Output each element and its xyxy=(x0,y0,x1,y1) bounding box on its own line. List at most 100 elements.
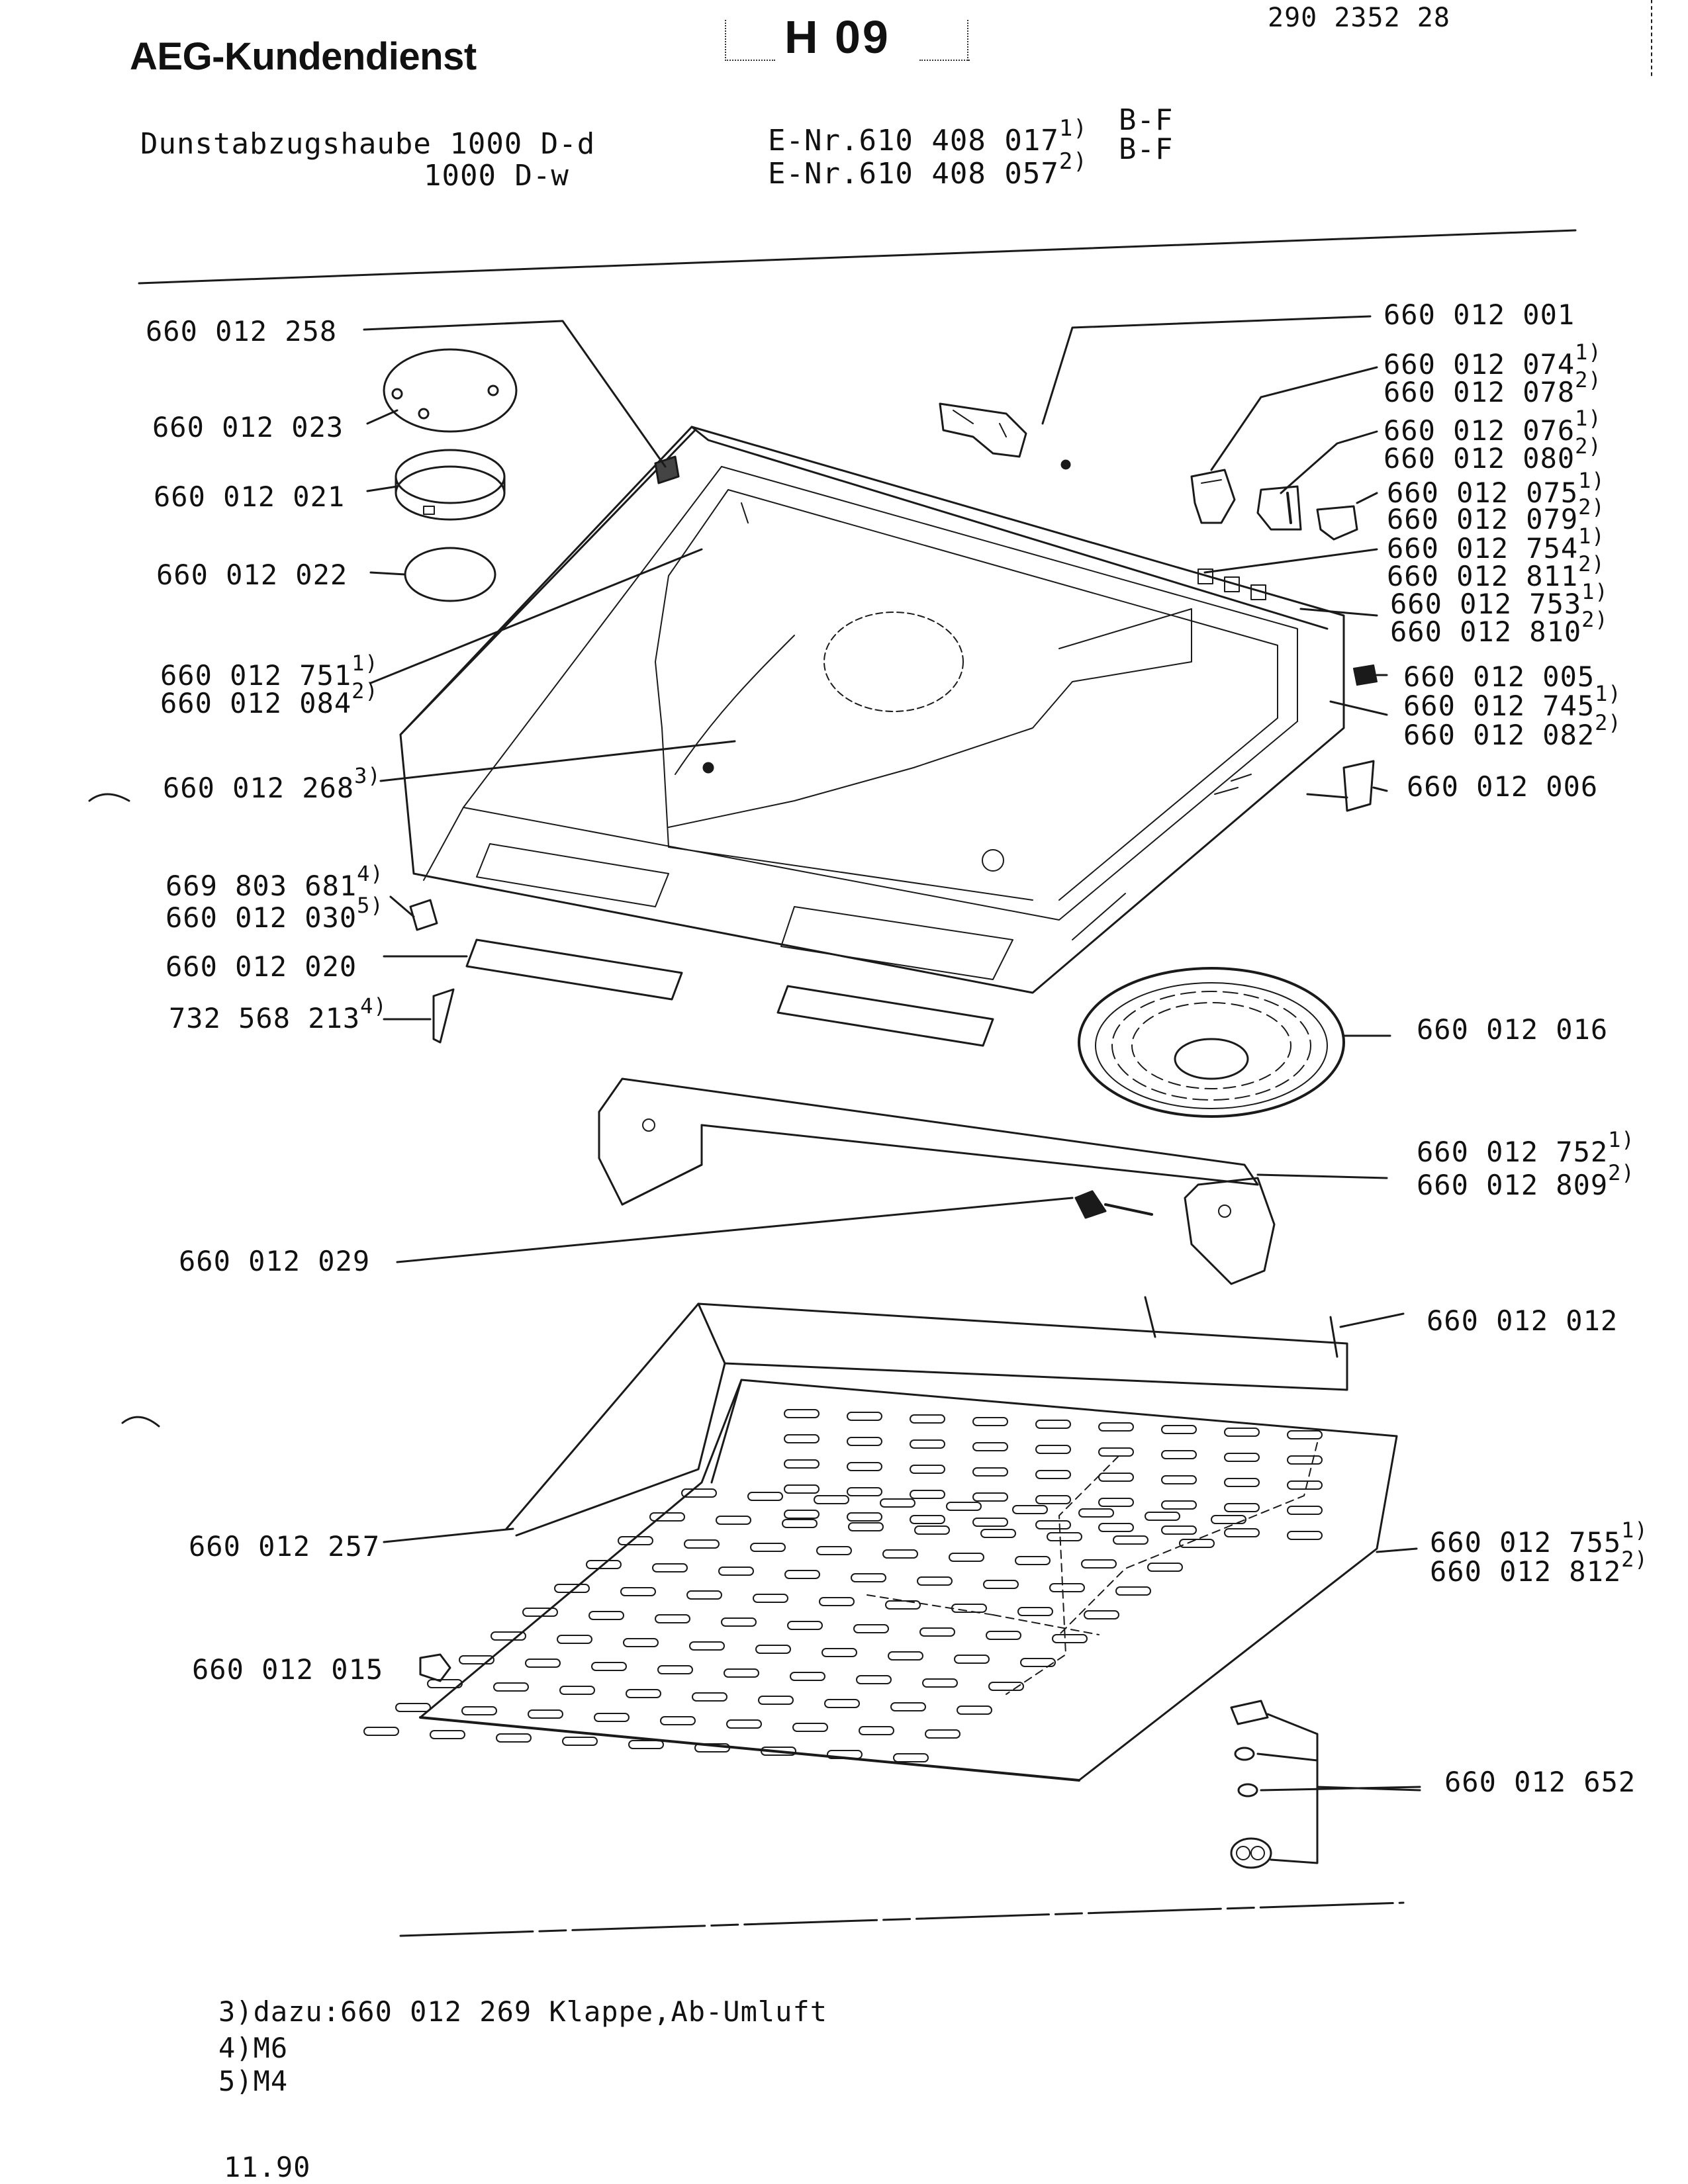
vent-slot xyxy=(784,1434,820,1443)
vent-slot xyxy=(554,1584,590,1593)
vent-slot xyxy=(919,1627,955,1637)
part-number: 660 012 753 xyxy=(1390,588,1582,620)
vent-slot xyxy=(1147,1563,1183,1572)
vent-slot xyxy=(819,1597,855,1606)
vent-slot xyxy=(716,1516,751,1525)
vent-slot xyxy=(721,1617,757,1627)
part-label-810: 660 012 8102) xyxy=(1390,609,1609,648)
vent-slot xyxy=(847,1412,882,1421)
knob-005 xyxy=(1353,664,1378,686)
vent-slot xyxy=(694,1743,730,1752)
page-code: H 09 xyxy=(784,11,890,63)
footnote-5: 5)M4 xyxy=(218,2065,289,2097)
enr-2-text: E-Nr.610 408 057 xyxy=(768,157,1059,191)
vent-slot xyxy=(1098,1523,1134,1532)
vent-slot xyxy=(1287,1531,1323,1540)
part-note: 4) xyxy=(357,861,384,886)
vent-slot xyxy=(784,1409,820,1418)
part-number: 660 012 023 xyxy=(152,411,344,443)
vent-slot xyxy=(784,1510,820,1519)
screw-213 xyxy=(432,988,455,1044)
vent-slot xyxy=(1115,1586,1151,1596)
vent-slot xyxy=(784,1570,820,1579)
part-label-075: 660 012 0751) xyxy=(1387,470,1605,509)
part-number: 732 568 213 xyxy=(169,1002,361,1034)
vent-slot xyxy=(1224,1428,1260,1437)
vent-slot xyxy=(821,1648,857,1657)
part-number: 660 012 810 xyxy=(1390,615,1582,648)
part-note: 2) xyxy=(1575,433,1602,459)
part-label-001: 660 012 001 xyxy=(1383,301,1575,329)
market-1: B-F xyxy=(1119,103,1174,137)
vent-slot xyxy=(652,1563,688,1572)
vent-slot xyxy=(755,1645,791,1654)
part-number: 660 012 075 xyxy=(1387,477,1579,509)
footnote-3: 3)dazu:660 012 269 Klappe,Ab-Umluft xyxy=(218,1995,828,2028)
vent-slot xyxy=(395,1703,431,1712)
vent-slot xyxy=(1035,1445,1071,1454)
vent-slot xyxy=(1161,1500,1197,1510)
vent-slot xyxy=(750,1543,786,1552)
enr-1-note: 1) xyxy=(1058,115,1088,142)
page-code-box: H 09 xyxy=(725,11,970,63)
part-number: 660 012 080 xyxy=(1383,442,1575,475)
vent-slot xyxy=(882,1549,918,1559)
product-variant: 1000 D-w xyxy=(424,159,569,193)
vent-slot xyxy=(853,1624,889,1633)
vent-slot xyxy=(628,1740,664,1749)
vent-slot xyxy=(1161,1450,1197,1459)
part-number: 660 012 809 xyxy=(1417,1169,1609,1201)
part-number: 660 012 006 xyxy=(1407,770,1599,803)
margin-mark xyxy=(121,1416,160,1428)
part-label-751: 660 012 7511) xyxy=(160,653,379,692)
vent-slot xyxy=(1287,1430,1323,1439)
vent-slot xyxy=(427,1679,463,1688)
part-label-080: 660 012 0802) xyxy=(1383,435,1602,475)
vent-slot xyxy=(1224,1503,1260,1512)
vent-slot xyxy=(689,1641,725,1651)
vent-slot xyxy=(814,1495,849,1504)
vent-slot xyxy=(986,1631,1021,1640)
vent-slot xyxy=(847,1462,882,1471)
vent-slot xyxy=(626,1689,661,1698)
vent-slot xyxy=(1287,1455,1323,1465)
part-number: 660 012 745 xyxy=(1403,690,1595,722)
vent-slot xyxy=(620,1587,656,1596)
vent-slot xyxy=(1098,1473,1134,1482)
part-label-809: 660 012 8092) xyxy=(1417,1162,1635,1201)
part-note: 2) xyxy=(1608,1160,1635,1185)
vent-slot xyxy=(972,1417,1008,1426)
part-label-812: 660 012 8122) xyxy=(1430,1549,1648,1586)
part-number: 660 012 752 xyxy=(1417,1136,1609,1168)
vent-slot xyxy=(910,1490,945,1499)
vent-slot xyxy=(1161,1425,1197,1434)
vent-slot xyxy=(557,1635,592,1644)
part-label-078: 660 012 0782) xyxy=(1383,369,1602,406)
part-number: 660 012 751 xyxy=(160,659,352,692)
part-label-074: 660 012 0741) xyxy=(1383,341,1602,379)
part-note: 3) xyxy=(354,763,381,788)
vent-slot xyxy=(522,1608,558,1617)
vent-slot xyxy=(824,1699,860,1708)
vent-slot xyxy=(925,1729,961,1739)
vent-slot xyxy=(880,1498,915,1508)
enr-1: E-Nr.610 408 0171) xyxy=(768,111,1088,158)
vent-slot xyxy=(586,1560,622,1569)
part-number: 660 012 652 xyxy=(1444,1766,1636,1798)
vent-slot xyxy=(1098,1422,1134,1432)
part-label-753: 660 012 7531) xyxy=(1390,581,1609,620)
part-note: 1) xyxy=(1578,523,1605,549)
vent-slot xyxy=(954,1655,990,1664)
vent-slot xyxy=(847,1512,882,1522)
hanger-set-652 xyxy=(1230,1700,1421,1869)
switch-075 xyxy=(1316,505,1358,541)
vent-slot xyxy=(951,1604,987,1613)
part-label-012: 660 012 012 xyxy=(1427,1307,1618,1335)
part-label-257: 660 012 257 xyxy=(189,1533,380,1561)
vent-slot xyxy=(681,1488,717,1498)
vent-slot xyxy=(910,1439,945,1449)
vent-slot xyxy=(787,1621,823,1630)
switch-074 xyxy=(1190,469,1236,524)
vent-slot xyxy=(493,1682,529,1692)
vent-slot xyxy=(1145,1512,1180,1521)
